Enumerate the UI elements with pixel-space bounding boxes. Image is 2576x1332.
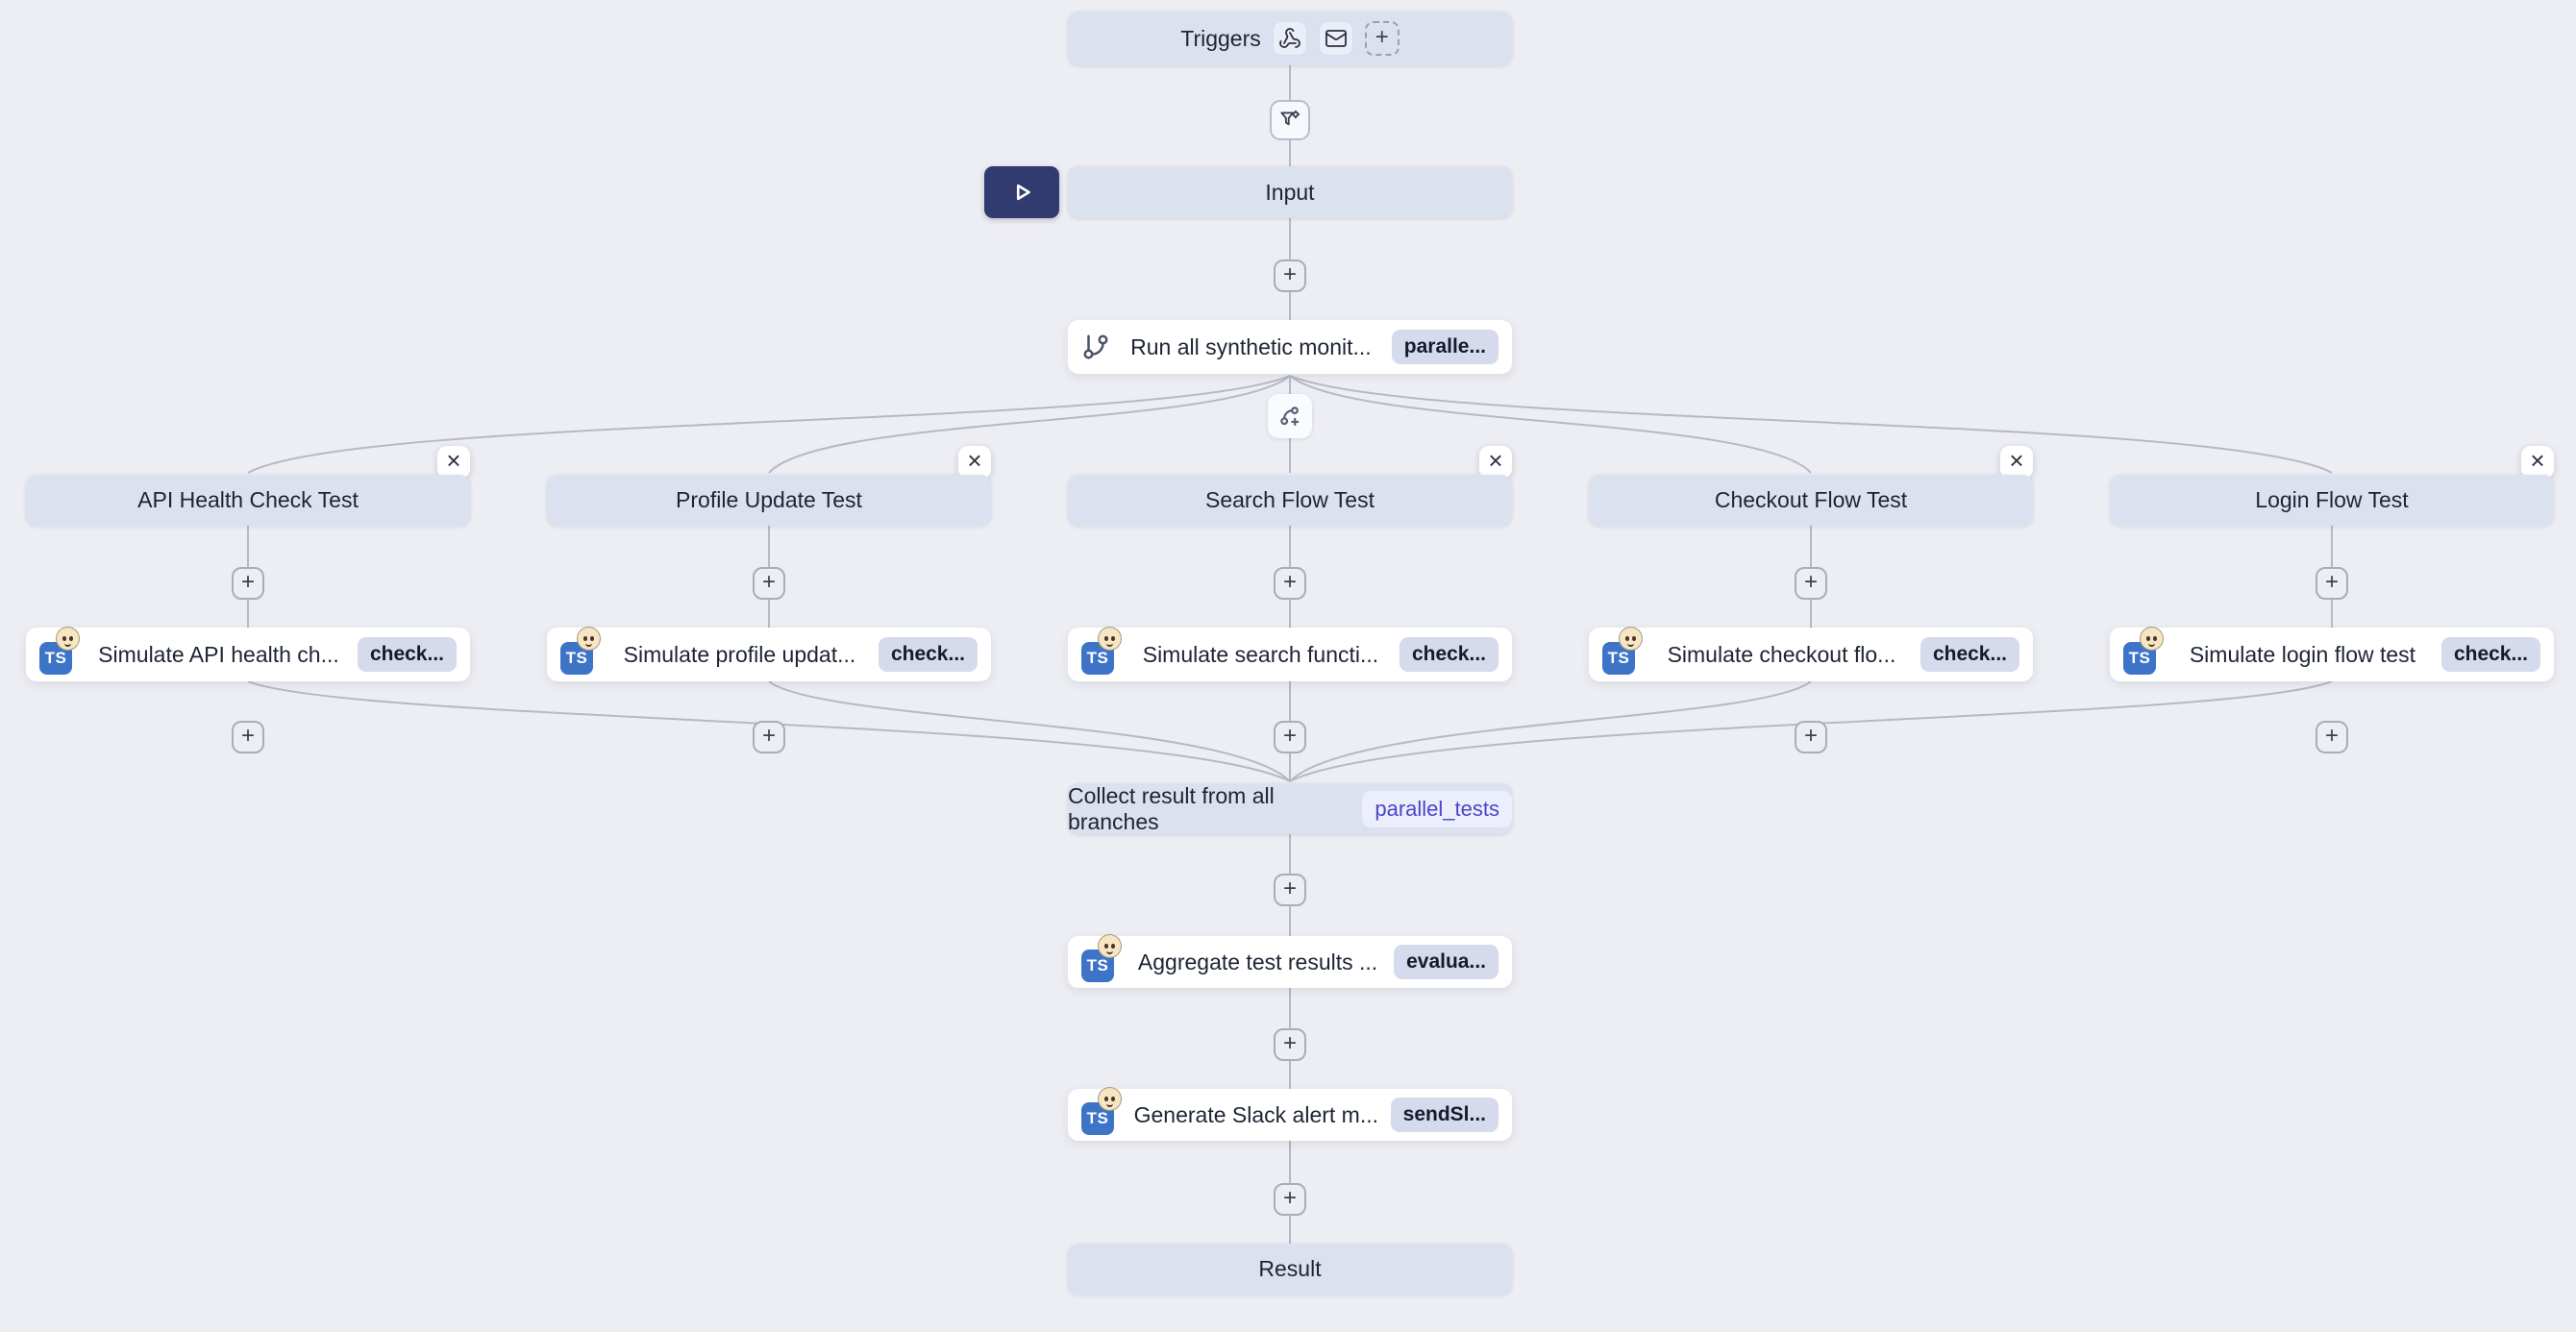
add-step-button[interactable]: + (1274, 1183, 1306, 1216)
step-title: Simulate checkout flo... (1667, 641, 1896, 667)
branch-header[interactable]: API Health Check Test (26, 475, 470, 526)
step-node[interactable]: TS Simulate checkout flo... check... (1589, 627, 2033, 681)
edge-path (1289, 375, 1812, 474)
typescript-icon: TS (1081, 1087, 1122, 1135)
add-step-button[interactable]: + (1274, 874, 1306, 906)
step-node[interactable]: TS Simulate login flow test check... (2110, 627, 2554, 681)
add-step-button[interactable]: + (753, 721, 785, 753)
ts-logo: TS (1081, 1102, 1114, 1135)
add-step-button[interactable]: + (1274, 567, 1306, 600)
email-trigger-button[interactable] (1318, 21, 1353, 56)
step-badge: check... (878, 637, 978, 672)
filter-button[interactable] (1270, 100, 1310, 140)
step-title: Aggregate test results ... (1137, 949, 1378, 974)
add-step-button[interactable]: + (1274, 721, 1306, 753)
step-title: Simulate search functi... (1142, 641, 1379, 667)
step-title: Run all synthetic monit... (1130, 333, 1372, 359)
typescript-icon: TS (2123, 627, 2164, 675)
branch-plus-icon (1280, 407, 1300, 426)
result-node[interactable]: Result (1068, 1244, 1512, 1295)
webhook-icon (1278, 28, 1300, 48)
branch-header[interactable]: Login Flow Test (2110, 475, 2554, 526)
add-step-button[interactable]: + (232, 567, 264, 600)
branch-title: Profile Update Test (676, 487, 862, 512)
branch-close-button[interactable]: × (437, 446, 470, 479)
edge-path (1289, 375, 2333, 474)
branch-close-button[interactable]: × (2000, 446, 2033, 479)
collect-results-node[interactable]: Collect result from all branches paralle… (1068, 783, 1512, 834)
add-step-button[interactable]: + (2316, 721, 2348, 753)
add-step-button[interactable]: + (2316, 567, 2348, 600)
typescript-icon: TS (1081, 627, 1122, 675)
input-node[interactable]: Input (1068, 166, 1512, 218)
step-node-slack-alert[interactable]: TS Generate Slack alert m... sendSl... (1068, 1087, 1512, 1141)
step-node-aggregate[interactable]: TS Aggregate test results ... evalua... (1068, 934, 1512, 988)
edge-path (768, 680, 1291, 782)
add-step-button[interactable]: + (1274, 259, 1306, 292)
triggers-node[interactable]: Triggers + (1068, 12, 1512, 65)
step-badge: paralle... (1391, 330, 1499, 364)
baby-emoji-icon (577, 627, 601, 651)
input-label: Input (1265, 179, 1315, 205)
ts-logo: TS (2123, 642, 2156, 675)
webhook-trigger-button[interactable] (1272, 21, 1307, 56)
collect-badge: parallel_tests (1362, 790, 1512, 827)
result-label: Result (1258, 1256, 1322, 1281)
play-icon (1016, 184, 1030, 201)
filter-gear-icon (1280, 110, 1300, 126)
typescript-icon: TS (1081, 934, 1122, 982)
typescript-icon: TS (1602, 627, 1643, 675)
collect-label: Collect result from all branches (1068, 782, 1275, 834)
baby-emoji-icon (1098, 627, 1122, 651)
step-badge: sendSl... (1390, 1098, 1499, 1132)
branch-title: API Health Check Test (137, 487, 359, 512)
add-step-button[interactable]: + (753, 567, 785, 600)
baby-emoji-icon (1619, 627, 1643, 651)
baby-emoji-icon (1098, 934, 1122, 958)
step-badge: check... (357, 637, 457, 672)
step-badge: evalua... (1394, 945, 1499, 979)
branch-header[interactable]: Checkout Flow Test (1589, 475, 2033, 526)
branch-title: Login Flow Test (2255, 487, 2409, 512)
run-workflow-button[interactable] (984, 166, 1059, 218)
edge-path (247, 375, 1291, 474)
branch-close-button[interactable]: × (958, 446, 991, 479)
step-title: Simulate API health ch... (98, 641, 339, 667)
split-branches-button[interactable] (1268, 394, 1312, 438)
branch-header[interactable]: Search Flow Test (1068, 475, 1512, 526)
step-badge: check... (1399, 637, 1499, 672)
mail-icon (1325, 30, 1347, 47)
ts-logo: TS (39, 642, 72, 675)
step-badge: check... (1920, 637, 2019, 672)
step-node[interactable]: TS Simulate profile updat... check... (547, 627, 991, 681)
edge-path (1289, 680, 1812, 782)
baby-emoji-icon (56, 627, 80, 651)
add-step-button[interactable]: + (1795, 721, 1827, 753)
branch-title: Checkout Flow Test (1714, 487, 1908, 512)
edge-path (768, 375, 1291, 474)
add-step-button[interactable]: + (1274, 1028, 1306, 1061)
typescript-icon: TS (39, 627, 80, 675)
step-badge: check... (2440, 637, 2540, 672)
add-step-button[interactable]: + (232, 721, 264, 753)
step-title: Simulate login flow test (2189, 641, 2416, 667)
step-title: Generate Slack alert m... (1133, 1101, 1379, 1127)
triggers-label: Triggers (1180, 25, 1261, 51)
branch-close-button[interactable]: × (1479, 446, 1512, 479)
ts-logo: TS (1081, 950, 1114, 982)
git-branch-icon (1083, 334, 1108, 359)
typescript-icon: TS (560, 627, 601, 675)
branch-title: Search Flow Test (1205, 487, 1375, 512)
branch-header[interactable]: Profile Update Test (547, 475, 991, 526)
step-node[interactable]: TS Simulate API health ch... check... (26, 627, 470, 681)
baby-emoji-icon (1098, 1087, 1122, 1111)
add-trigger-button[interactable]: + (1364, 21, 1399, 56)
parallel-step-node[interactable]: Run all synthetic monit... paralle... (1068, 320, 1512, 374)
baby-emoji-icon (2140, 627, 2164, 651)
branch-close-button[interactable]: × (2521, 446, 2554, 479)
add-step-button[interactable]: + (1795, 567, 1827, 600)
step-node[interactable]: TS Simulate search functi... check... (1068, 627, 1512, 681)
step-title: Simulate profile updat... (623, 641, 856, 667)
